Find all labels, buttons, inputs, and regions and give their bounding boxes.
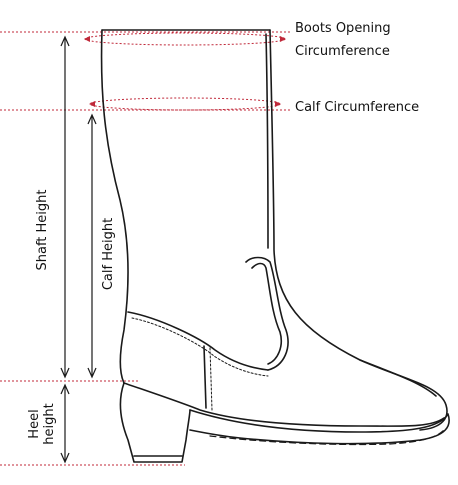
arrow-icon: [60, 452, 70, 464]
arrow-icon: [60, 35, 70, 47]
heel-counter: [127, 311, 269, 371]
boot-heel: [119, 382, 191, 463]
calf-height-label: Calf Height: [101, 218, 116, 290]
heel-height-label-1: Heel: [27, 409, 42, 438]
arrow-icon: [275, 101, 281, 107]
heel-counter-stitch: [131, 317, 269, 377]
arrow-icon: [280, 36, 286, 42]
vertical-seam: [203, 345, 207, 409]
boot-front: [269, 29, 448, 431]
calf-ellipse: [89, 97, 281, 111]
boot-illustration: [100, 29, 450, 463]
heel-height-label-2: height: [42, 403, 57, 444]
opening-ellipse: [84, 32, 286, 46]
boot-sole: [189, 409, 450, 445]
boots-opening-label-2: Circumference: [295, 44, 390, 59]
arrow-icon: [89, 101, 95, 107]
shaft-height-label: Shaft Height: [35, 189, 50, 270]
arrow-icon: [60, 367, 70, 379]
toe-cap: [359, 359, 437, 397]
ellipse-arrows: [84, 36, 286, 107]
calf-circumference-label: Calf Circumference: [295, 100, 419, 115]
boot-front-inner: [265, 33, 269, 249]
sole-tread: [209, 429, 445, 446]
dimension-arrows: [60, 35, 97, 464]
boot-welt: [123, 382, 445, 427]
boot-back: [100, 29, 129, 384]
zipper-panel-inner: [251, 262, 283, 365]
arrow-icon: [60, 383, 70, 395]
arrow-icon: [84, 36, 90, 42]
arrow-icon: [87, 113, 97, 125]
zipper-panel: [245, 256, 289, 371]
boots-opening-label-1: Boots Opening: [295, 21, 391, 36]
arrow-icon: [87, 367, 97, 379]
vertical-seam-stitch: [209, 347, 213, 411]
